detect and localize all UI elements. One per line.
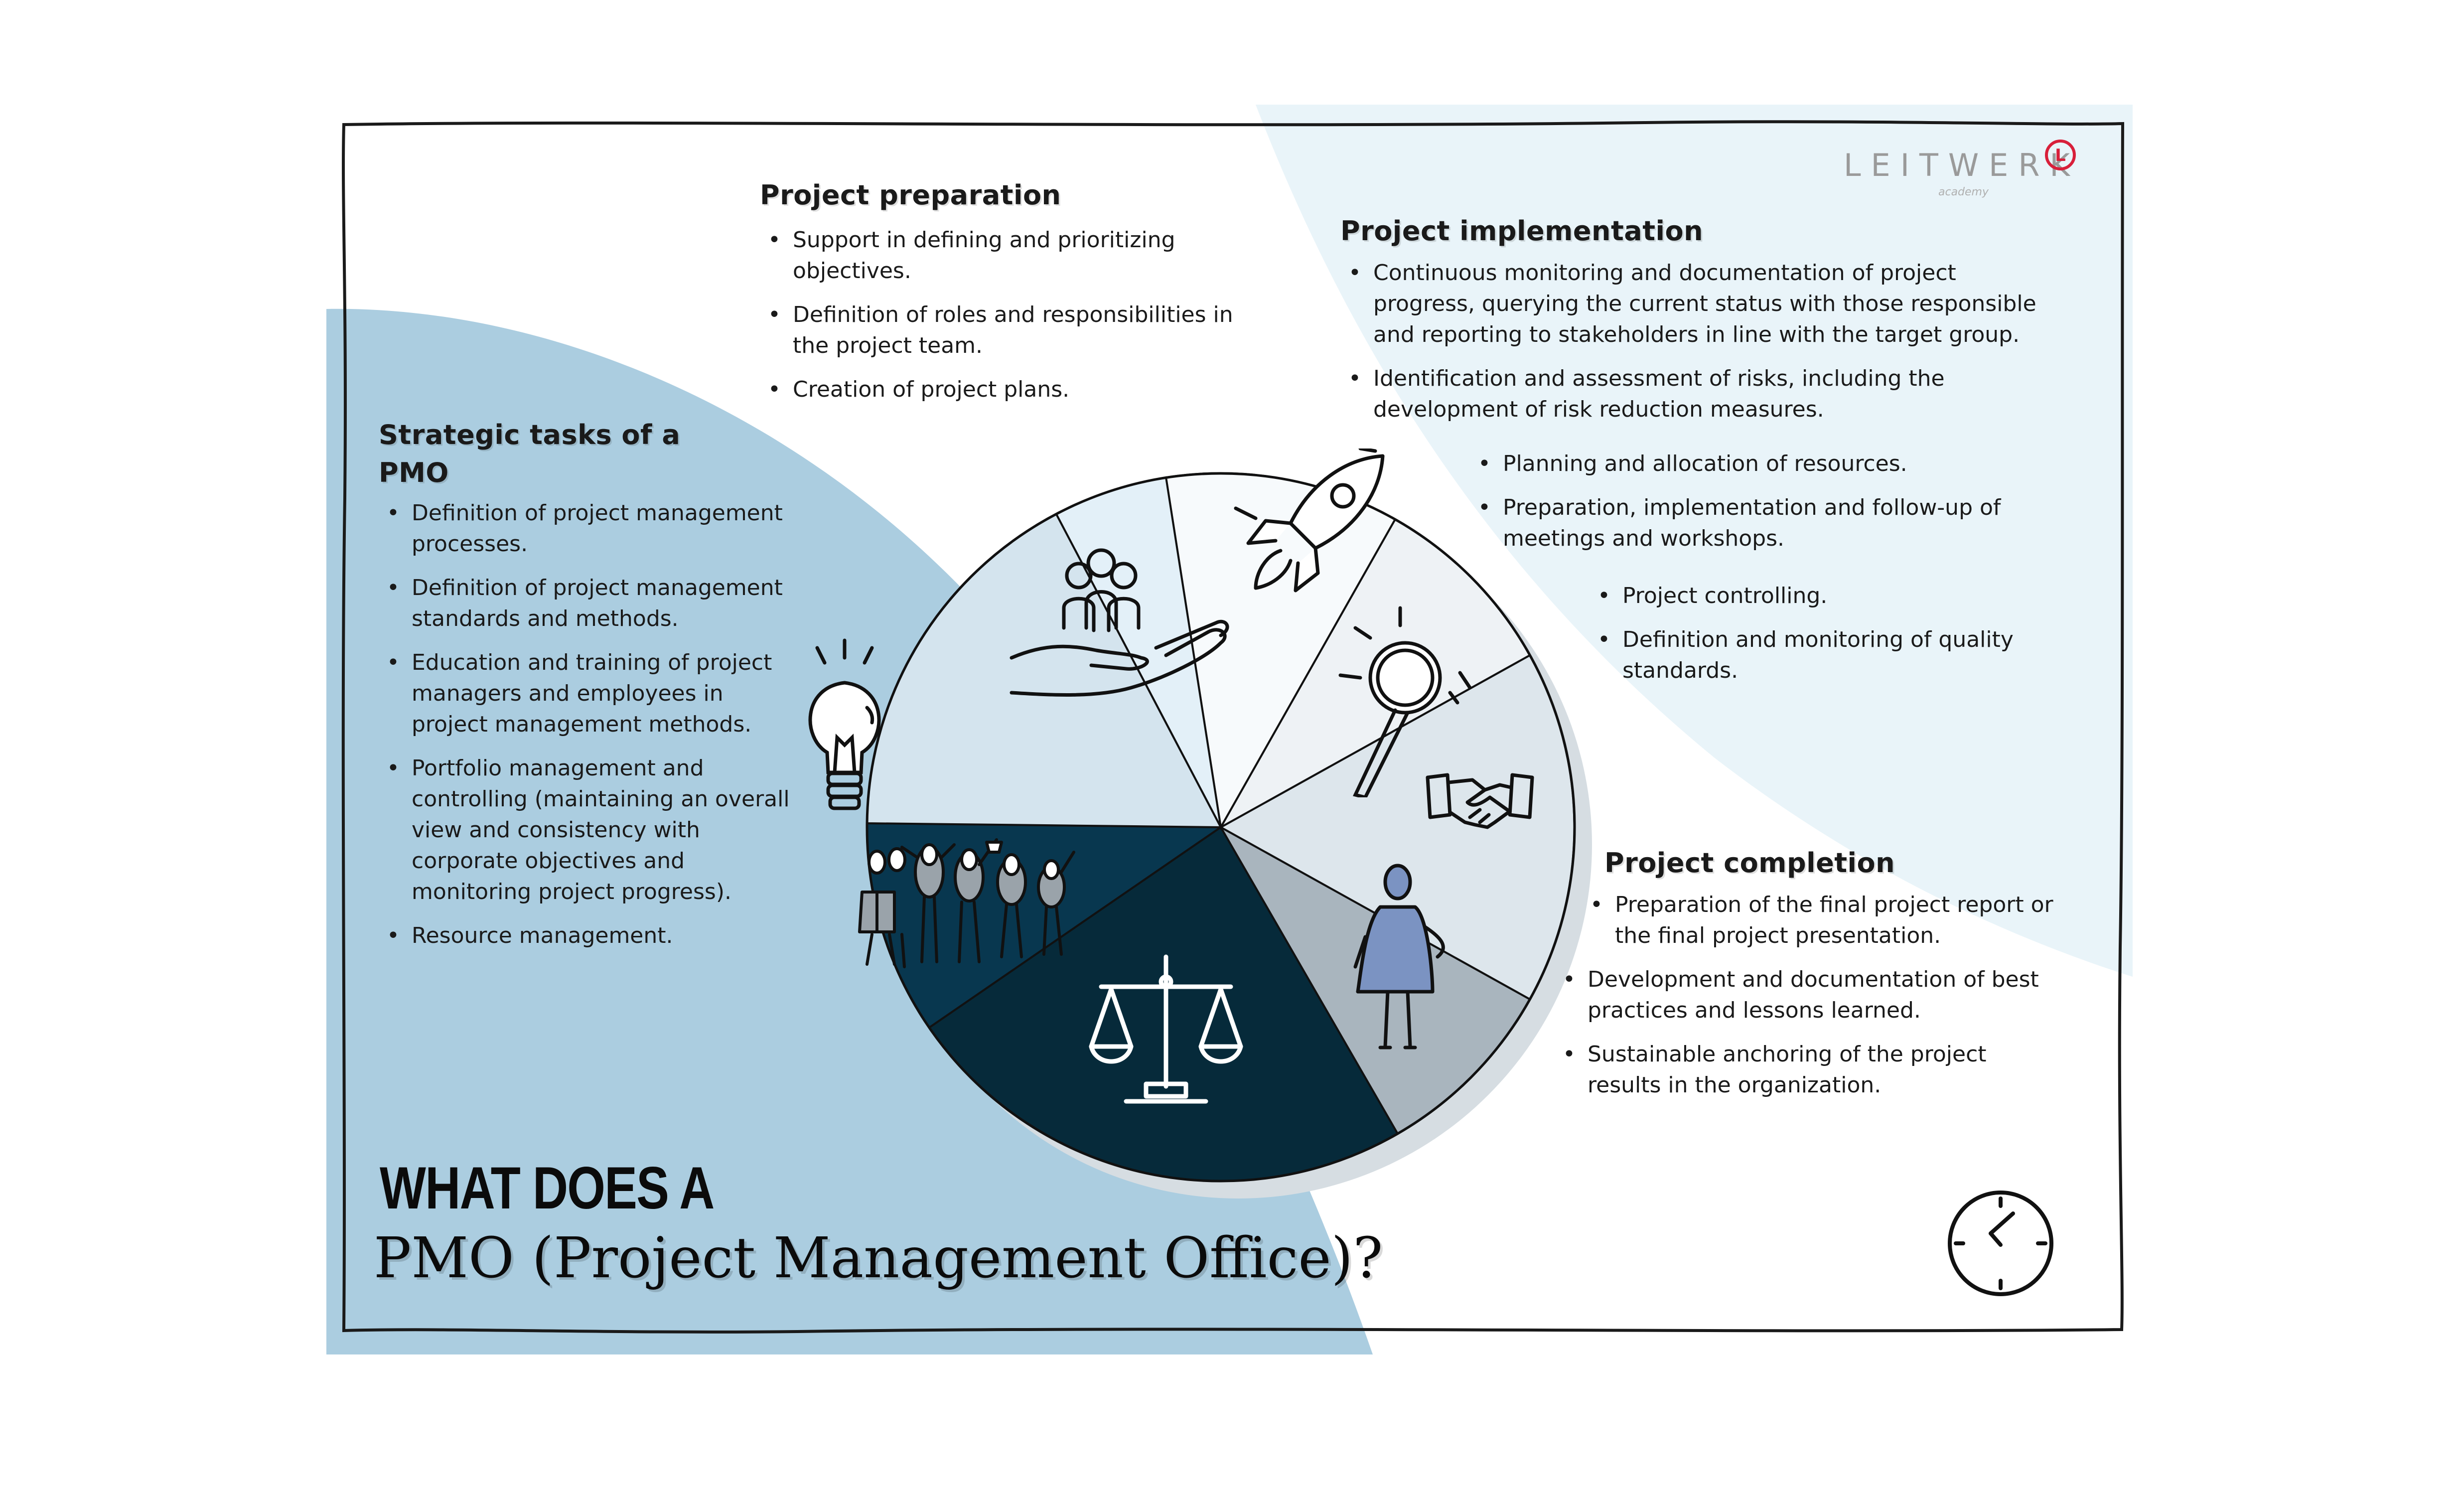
list-item: Creation of project plans. — [768, 374, 1241, 405]
list-item: Definition of roles and responsibilities… — [768, 300, 1241, 361]
list-item: Preparation, implementation and follow-u… — [1478, 492, 2071, 554]
list-item: Continuous monitoring and documentation … — [1348, 258, 2061, 350]
implementation-list-c: Project controlling. Definition and moni… — [1590, 581, 2071, 699]
list-item: Portfolio management and controlling (ma… — [387, 753, 805, 907]
logo-mark-icon: L — [2045, 140, 2076, 170]
magnifier-icon — [1338, 606, 1472, 797]
clock-icon — [1948, 1191, 2053, 1296]
pie-outline — [866, 472, 1576, 1183]
strategic-heading-line2: PMO — [379, 457, 449, 488]
rocket-icon — [1234, 449, 1385, 593]
implementation-list-b: Planning and allocation of resources. Pr… — [1470, 449, 2071, 567]
list-item: Resource management. — [387, 920, 805, 951]
person-icon — [1353, 864, 1445, 1049]
implementation-section: Project implementation Continuous monito… — [1340, 215, 2058, 438]
list-item: Project controlling. — [1597, 581, 2071, 611]
completion-section: Project completion Preparation of the fi… — [1555, 847, 2083, 1114]
logo-sub: academy — [1938, 186, 1989, 198]
logo-mark-letter: L — [2055, 146, 2066, 165]
hand-team-icon — [1010, 548, 1229, 697]
list-item: Identification and assessment of risks, … — [1348, 363, 2061, 425]
list-item: Development and documentation of best pr… — [1563, 964, 2066, 1026]
list-item: Preparation of the final project report … — [1590, 890, 2066, 951]
preparation-section: Project preparation Support in defining … — [760, 179, 1258, 418]
strategic-list: Definition of project management process… — [379, 498, 805, 951]
list-item: Definition of project management process… — [387, 498, 805, 560]
team-celebration-icon — [858, 838, 1075, 968]
completion-heading: Project completion — [1604, 847, 1895, 879]
list-item: Support in defining and prioritizing obj… — [768, 225, 1241, 287]
page-title-line1: WHAT DOES A — [380, 1155, 715, 1221]
completion-list: Preparation of the final project report … — [1555, 890, 2066, 1101]
page-title-line2: PMO (Project Management Office)? — [374, 1226, 1383, 1291]
logo-brand: LEITWERK — [1844, 147, 2080, 183]
leitwerk-logo: LEITWERK academy — [1844, 147, 2080, 198]
implementation-list-a: Continuous monitoring and documentation … — [1340, 258, 2061, 425]
lightbulb-icon — [808, 638, 881, 810]
list-item: Education and training of project manage… — [387, 647, 805, 740]
frame-border — [341, 120, 2125, 1334]
list-item: Sustainable anchoring of the project res… — [1563, 1039, 2066, 1101]
strategic-heading: Strategic tasks of a PMO — [379, 416, 817, 492]
list-item: Definition of project management standar… — [387, 573, 805, 634]
handshake-icon — [1426, 773, 1534, 829]
strategic-section: Strategic tasks of a PMO Definition of p… — [379, 416, 817, 964]
list-item: Definition and monitoring of quality sta… — [1597, 624, 2071, 686]
preparation-heading: Project preparation — [760, 179, 1061, 211]
strategic-heading-line1: Strategic tasks of a — [379, 419, 681, 450]
scales-icon — [1089, 954, 1243, 1104]
implementation-heading: Project implementation — [1340, 215, 1704, 247]
list-item: Planning and allocation of resources. — [1478, 449, 2071, 479]
preparation-list: Support in defining and prioritizing obj… — [760, 225, 1241, 405]
